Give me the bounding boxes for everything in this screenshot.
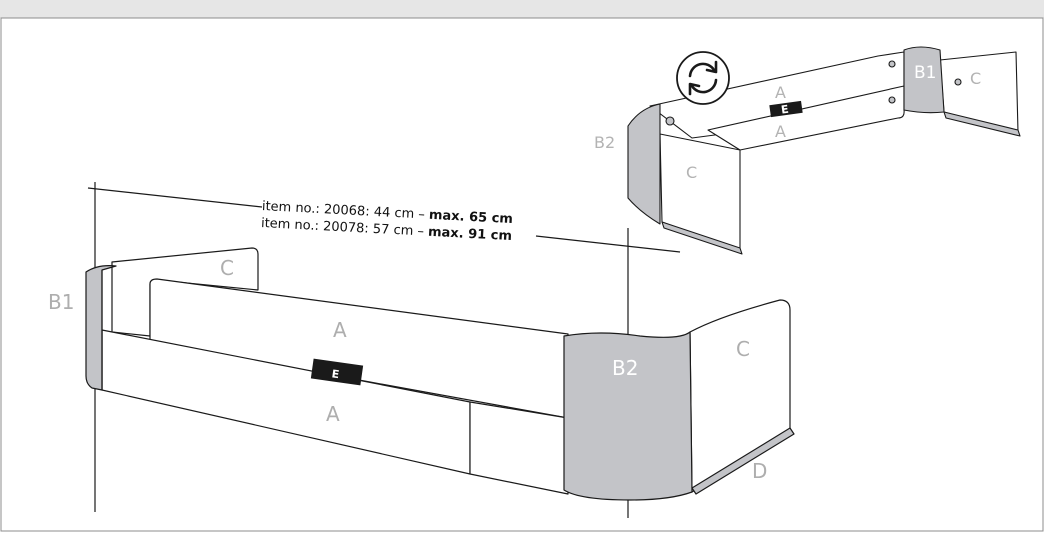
note-line-1-max: max. 65 cm [429,208,514,227]
inset-corner-b2 [627,103,661,225]
tag-e [310,358,364,386]
label-b1: B1 [48,290,74,314]
inset-hole-2 [888,60,896,68]
measure-leader-left [87,187,263,208]
inset-hole-4 [954,78,962,86]
label-c-back: C [220,256,234,280]
note-line-2-max: max. 91 cm [428,225,513,244]
inset-hole-1 [665,116,675,126]
inset-rail-left [661,221,743,255]
measure-leader-right [535,235,681,253]
inset-panel-c-left [659,133,741,251]
inset-label-c-left: C [686,163,697,182]
inset-label-e: E [780,103,789,117]
inset-guard [627,46,1021,255]
page-border [0,17,1044,532]
label-d: D [752,459,767,483]
label-a-upper: A [333,318,347,342]
inset-label-a-bottom: A [775,122,786,141]
rotate-arrows-icon [676,51,730,105]
label-b2: B2 [612,356,638,380]
top-band [0,0,1044,18]
inset-label-c-right: C [970,69,981,88]
inset-hole-3 [888,96,896,104]
label-e: E [331,367,340,381]
corner-b2 [563,331,693,501]
inset-tag-e [769,100,803,118]
inset-label-a-top: A [775,83,786,102]
panel-a-end [469,401,569,495]
inset-corner-b1 [903,46,945,114]
inset-label-b1: B1 [914,63,936,83]
label-a-lower: A [326,402,340,426]
inset-label-b2: B2 [594,133,615,152]
label-c-right: C [736,337,750,361]
rail-d [691,427,795,495]
inset-rail-right [943,111,1021,137]
main-guard [85,182,795,518]
